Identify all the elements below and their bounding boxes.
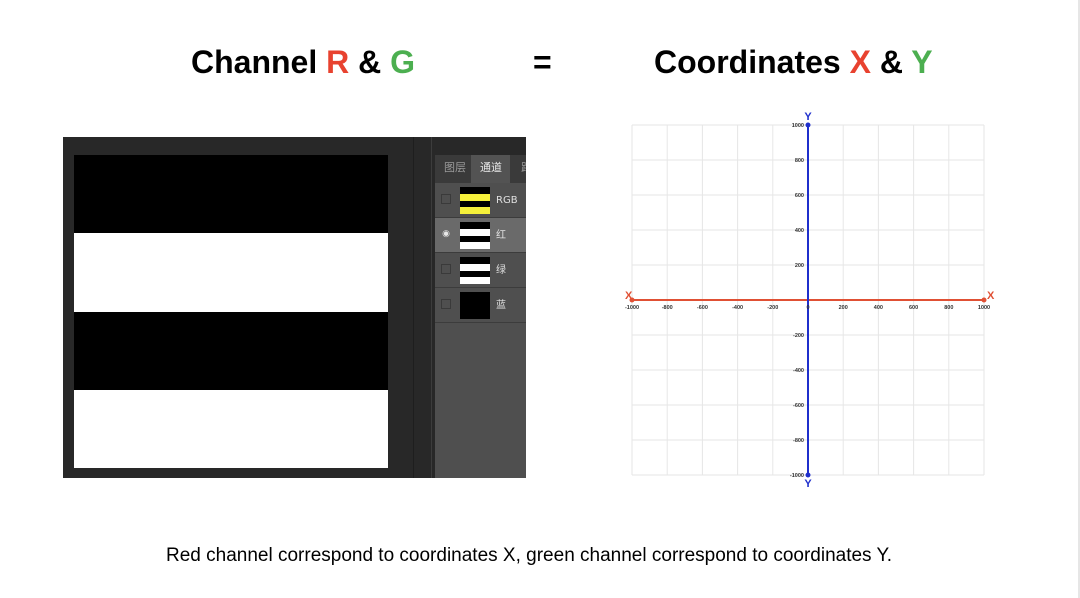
thumbnail-band <box>460 292 490 299</box>
heading-ampersand-right: & <box>870 44 912 80</box>
channel-thumbnail <box>460 222 490 249</box>
x-tick-label: 1000 <box>978 305 990 311</box>
heading-channel-rg: Channel R & G <box>191 44 415 81</box>
page-right-edge <box>1078 0 1080 598</box>
channel-name: 蓝 <box>496 300 506 311</box>
thumbnail-band <box>460 263 490 271</box>
y-axis-label-top: Y <box>804 111 812 123</box>
canvas-band-white <box>74 389 388 468</box>
channel-thumbnail <box>460 257 490 284</box>
x-tick-label: 800 <box>944 305 953 311</box>
heading-x-letter: X <box>849 44 871 80</box>
thumbnail-band <box>460 242 490 249</box>
channel-name: 红 <box>496 230 506 241</box>
y-tick-label: -200 <box>793 333 804 339</box>
y-tick-label: 600 <box>795 193 804 199</box>
y-tick-label: 1000 <box>792 123 804 129</box>
y-tick-label: -800 <box>793 438 804 444</box>
y-tick-label: -600 <box>793 403 804 409</box>
y-tick-label: 400 <box>795 228 804 234</box>
thumbnail-band <box>460 305 490 313</box>
thumbnail-band <box>460 298 490 306</box>
panel-separator-dock <box>431 137 432 478</box>
visibility-toggle[interactable] <box>441 299 451 309</box>
thumbnail-band <box>460 312 490 319</box>
canvas-band-black <box>74 155 388 234</box>
y-axis-endpoint-bottom <box>805 472 811 478</box>
channel-row[interactable]: 绿 <box>435 253 526 288</box>
thumbnail-band <box>460 200 490 208</box>
channel-row[interactable]: 蓝 <box>435 288 526 323</box>
x-axis-endpoint-left <box>629 297 635 303</box>
y-tick-label: 200 <box>795 263 804 269</box>
heading-equals: = <box>533 44 552 80</box>
y-tick-label: 800 <box>795 158 804 164</box>
channel-list: RGB◉红绿蓝 <box>435 183 526 323</box>
x-tick-label: -1000 <box>625 305 639 311</box>
y-tick-label: -1000 <box>790 473 804 479</box>
coordinate-graph: -1000 -800 -600 -400 -200 0 200 400 600 800 1000 10… <box>625 111 995 490</box>
thumbnail-band <box>460 277 490 284</box>
panel-tab-0[interactable]: 图层 <box>444 161 466 174</box>
heading-coordinates-xy: Coordinates X & Y <box>654 44 933 81</box>
thumbnail-band <box>460 257 490 264</box>
channel-name: RGB <box>496 195 518 206</box>
channels-panel: 图层通道路 RGB◉红绿蓝 <box>435 155 526 478</box>
thumbnail-band <box>460 222 490 229</box>
x-tick-label: 200 <box>839 305 848 311</box>
x-tick-label: -200 <box>767 305 778 311</box>
visibility-toggle[interactable] <box>441 264 451 274</box>
thumbnail-band <box>460 187 490 194</box>
x-tick-label: 0 <box>806 305 809 311</box>
heading-y-letter: Y <box>911 44 933 80</box>
eye-icon[interactable]: ◉ <box>442 228 450 238</box>
x-tick-label: 600 <box>909 305 918 311</box>
y-axis-label-bottom: Y <box>804 478 812 490</box>
x-axis-label-right: X <box>987 290 995 302</box>
thumbnail-band <box>460 270 490 278</box>
x-tick-label: -600 <box>697 305 708 311</box>
visibility-toggle[interactable] <box>441 194 451 204</box>
channel-row[interactable]: ◉红 <box>435 218 526 253</box>
heading-coordinates-text: Coordinates <box>654 44 850 80</box>
thumbnail-band <box>460 193 490 201</box>
channel-row[interactable]: RGB <box>435 183 526 218</box>
channel-name: 绿 <box>496 265 506 276</box>
canvas-band-black <box>74 311 388 390</box>
caption: Red channel correspond to coordinates X,… <box>166 545 892 566</box>
x-tick-label: -800 <box>662 305 673 311</box>
panel-separator <box>413 137 414 478</box>
channel-thumbnail <box>460 187 490 214</box>
thumbnail-band <box>460 228 490 236</box>
y-tick-label: -400 <box>793 368 804 374</box>
heading-ampersand-left: & <box>349 44 391 80</box>
x-axis-label-left: X <box>625 290 633 302</box>
heading-r-letter: R <box>326 44 350 80</box>
panel-tab-2[interactable]: 路 <box>512 155 526 183</box>
thumbnail-band <box>460 207 490 214</box>
panel-tab-1[interactable]: 通道 <box>471 155 510 183</box>
channel-thumbnail <box>460 292 490 319</box>
panel-tabs: 图层通道路 <box>435 155 526 183</box>
x-tick-label: 400 <box>874 305 883 311</box>
y-axis-endpoint-top <box>805 122 811 128</box>
heading-channel-text: Channel <box>191 44 327 80</box>
canvas-band-white <box>74 233 388 312</box>
photoshop-screenshot: 图层通道路 RGB◉红绿蓝 <box>63 137 526 478</box>
x-axis-endpoint-right <box>981 297 987 303</box>
thumbnail-band <box>460 235 490 243</box>
heading-g-letter: G <box>390 44 416 80</box>
document-canvas <box>74 155 388 468</box>
x-tick-label: -400 <box>732 305 743 311</box>
